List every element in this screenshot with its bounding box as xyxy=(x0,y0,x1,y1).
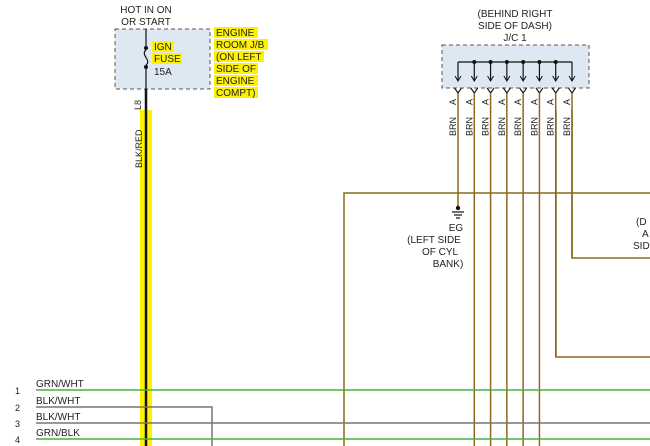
main-wire-color: BLK/RED xyxy=(134,129,144,168)
jc-pin-label-3: A xyxy=(481,99,491,105)
fuse-name-line-1: IGN xyxy=(154,42,172,53)
ground-line-1: EG xyxy=(449,223,464,234)
jc-splice-dot-2 xyxy=(472,60,477,64)
location-highlight-6 xyxy=(214,87,258,98)
jc-pin-label-4: A xyxy=(497,99,507,105)
fuse-location-line-2: ROOM J/B xyxy=(216,40,265,51)
location-highlight-2 xyxy=(214,39,268,50)
fuse-icon xyxy=(143,49,149,66)
harness-wire-2 xyxy=(36,406,213,446)
jc-name: J/C 1 xyxy=(503,33,527,44)
harness-color-1: GRN/WHT xyxy=(36,379,84,390)
jc-arrow-icon-8 xyxy=(568,75,576,82)
right-partial-line-1: (D xyxy=(636,217,647,228)
location-highlight-4 xyxy=(214,63,258,74)
brown-wire-right-1 xyxy=(571,110,650,259)
jc-wire-label-8: BRN xyxy=(562,117,572,136)
jc-arrow-icon-6 xyxy=(536,75,543,82)
jc-terminal-icon-4 xyxy=(502,87,511,94)
jc-splice-dot-3 xyxy=(488,60,493,64)
jc-pin-label-6: A xyxy=(529,99,539,105)
brown-loop-wire xyxy=(343,192,458,446)
fuse-location-line-4: SIDE OF xyxy=(216,64,256,75)
brown-wires xyxy=(457,93,573,446)
harness-number-3: 3 xyxy=(15,419,20,429)
brown-wire-right-2 xyxy=(555,110,650,358)
jc-arrow-icon-7 xyxy=(552,75,560,82)
harness-color-2: BLK/WHT xyxy=(36,396,80,407)
fuse-name-highlight-1 xyxy=(152,41,174,52)
main-wire-circuit: L8 xyxy=(133,100,143,110)
jc-location-line-2: SIDE OF DASH) xyxy=(478,21,552,32)
jc-terminal-icon-8 xyxy=(568,87,576,94)
location-highlight-1 xyxy=(214,27,258,38)
harness-color-3: BLK/WHT xyxy=(36,412,80,423)
right-partial-line-3: SID xyxy=(633,241,650,252)
jc-pin-label-7: A xyxy=(546,99,556,105)
power-source-line-1: HOT IN ON xyxy=(120,5,171,16)
jc-pin-label-2: A xyxy=(464,99,474,105)
jc-wire-label-1: BRN xyxy=(448,117,458,136)
jc-terminal-icon-3 xyxy=(486,87,495,94)
fuse-location-line-3: (ON LEFT xyxy=(216,52,262,63)
jc-pins xyxy=(454,60,576,94)
jc-splice-dot-4 xyxy=(504,60,509,64)
jc-splice-dot-7 xyxy=(553,60,558,64)
jc-arrow-icon-2 xyxy=(470,75,478,82)
fuse-location-line-1: ENGINE xyxy=(216,28,255,39)
fuse-contact-bottom xyxy=(144,65,148,69)
location-highlight-3 xyxy=(214,51,264,62)
jc-terminal-icon-7 xyxy=(551,87,560,94)
harness-color-4: GRN/BLK xyxy=(36,428,80,439)
jc-wire-label-4: BRN xyxy=(497,117,507,136)
power-source-line-2: OR START xyxy=(121,17,171,28)
jc-pin-label-8: A xyxy=(562,99,572,105)
jc-terminal-icon-1 xyxy=(454,87,462,94)
jc-wire-label-5: BRN xyxy=(513,117,523,136)
fuse-name-line-2: FUSE xyxy=(154,54,181,65)
jc-pin-label-1: A xyxy=(448,99,458,105)
harness-number-2: 2 xyxy=(15,403,20,413)
jc-arrow-icon-3 xyxy=(487,75,494,82)
jc-arrow-icon-4 xyxy=(503,75,511,82)
fuse-location-line-5: ENGINE xyxy=(216,76,255,87)
jc-terminal-icon-5 xyxy=(519,87,528,94)
harness-number-1: 1 xyxy=(15,386,20,396)
jc-wire-label-3: BRN xyxy=(481,117,491,136)
jc-pin-label-5: A xyxy=(513,99,523,105)
jc-wire-label-2: BRN xyxy=(464,117,474,136)
jc-splice-dot-6 xyxy=(537,60,542,64)
jc-wire-label-6: BRN xyxy=(529,117,539,136)
jc-location-line-1: (BEHIND RIGHT xyxy=(478,9,553,20)
junction-connector-box xyxy=(441,44,590,89)
fuse-contact-top xyxy=(144,46,148,50)
fuse-rating: 15A xyxy=(154,67,172,78)
ground-line-2: (LEFT SIDE xyxy=(407,235,461,246)
jc-terminal-icon-2 xyxy=(470,87,479,94)
jc-arrow-icon-1 xyxy=(454,75,462,82)
ground-line-3: OF CYL xyxy=(422,247,459,258)
location-highlight-5 xyxy=(214,75,258,86)
jc-splice-dot-5 xyxy=(521,60,526,64)
fuse-name-highlight-2 xyxy=(152,53,182,64)
harness-number-4: 4 xyxy=(15,435,20,445)
jc-terminal-icon-6 xyxy=(535,87,544,94)
ground-node xyxy=(455,205,461,211)
jc-pin-labels: A BRN A BRN A BRN A BRN A BRN A BRN A BRN A BRN xyxy=(448,99,572,136)
jc-wire-label-7: BRN xyxy=(546,117,556,136)
fuse-location-line-6: COMPT) xyxy=(216,88,255,99)
right-partial-line-2: A xyxy=(642,229,649,240)
jc-arrow-icon-5 xyxy=(519,75,527,82)
ground-line-4: BANK) xyxy=(433,259,464,270)
